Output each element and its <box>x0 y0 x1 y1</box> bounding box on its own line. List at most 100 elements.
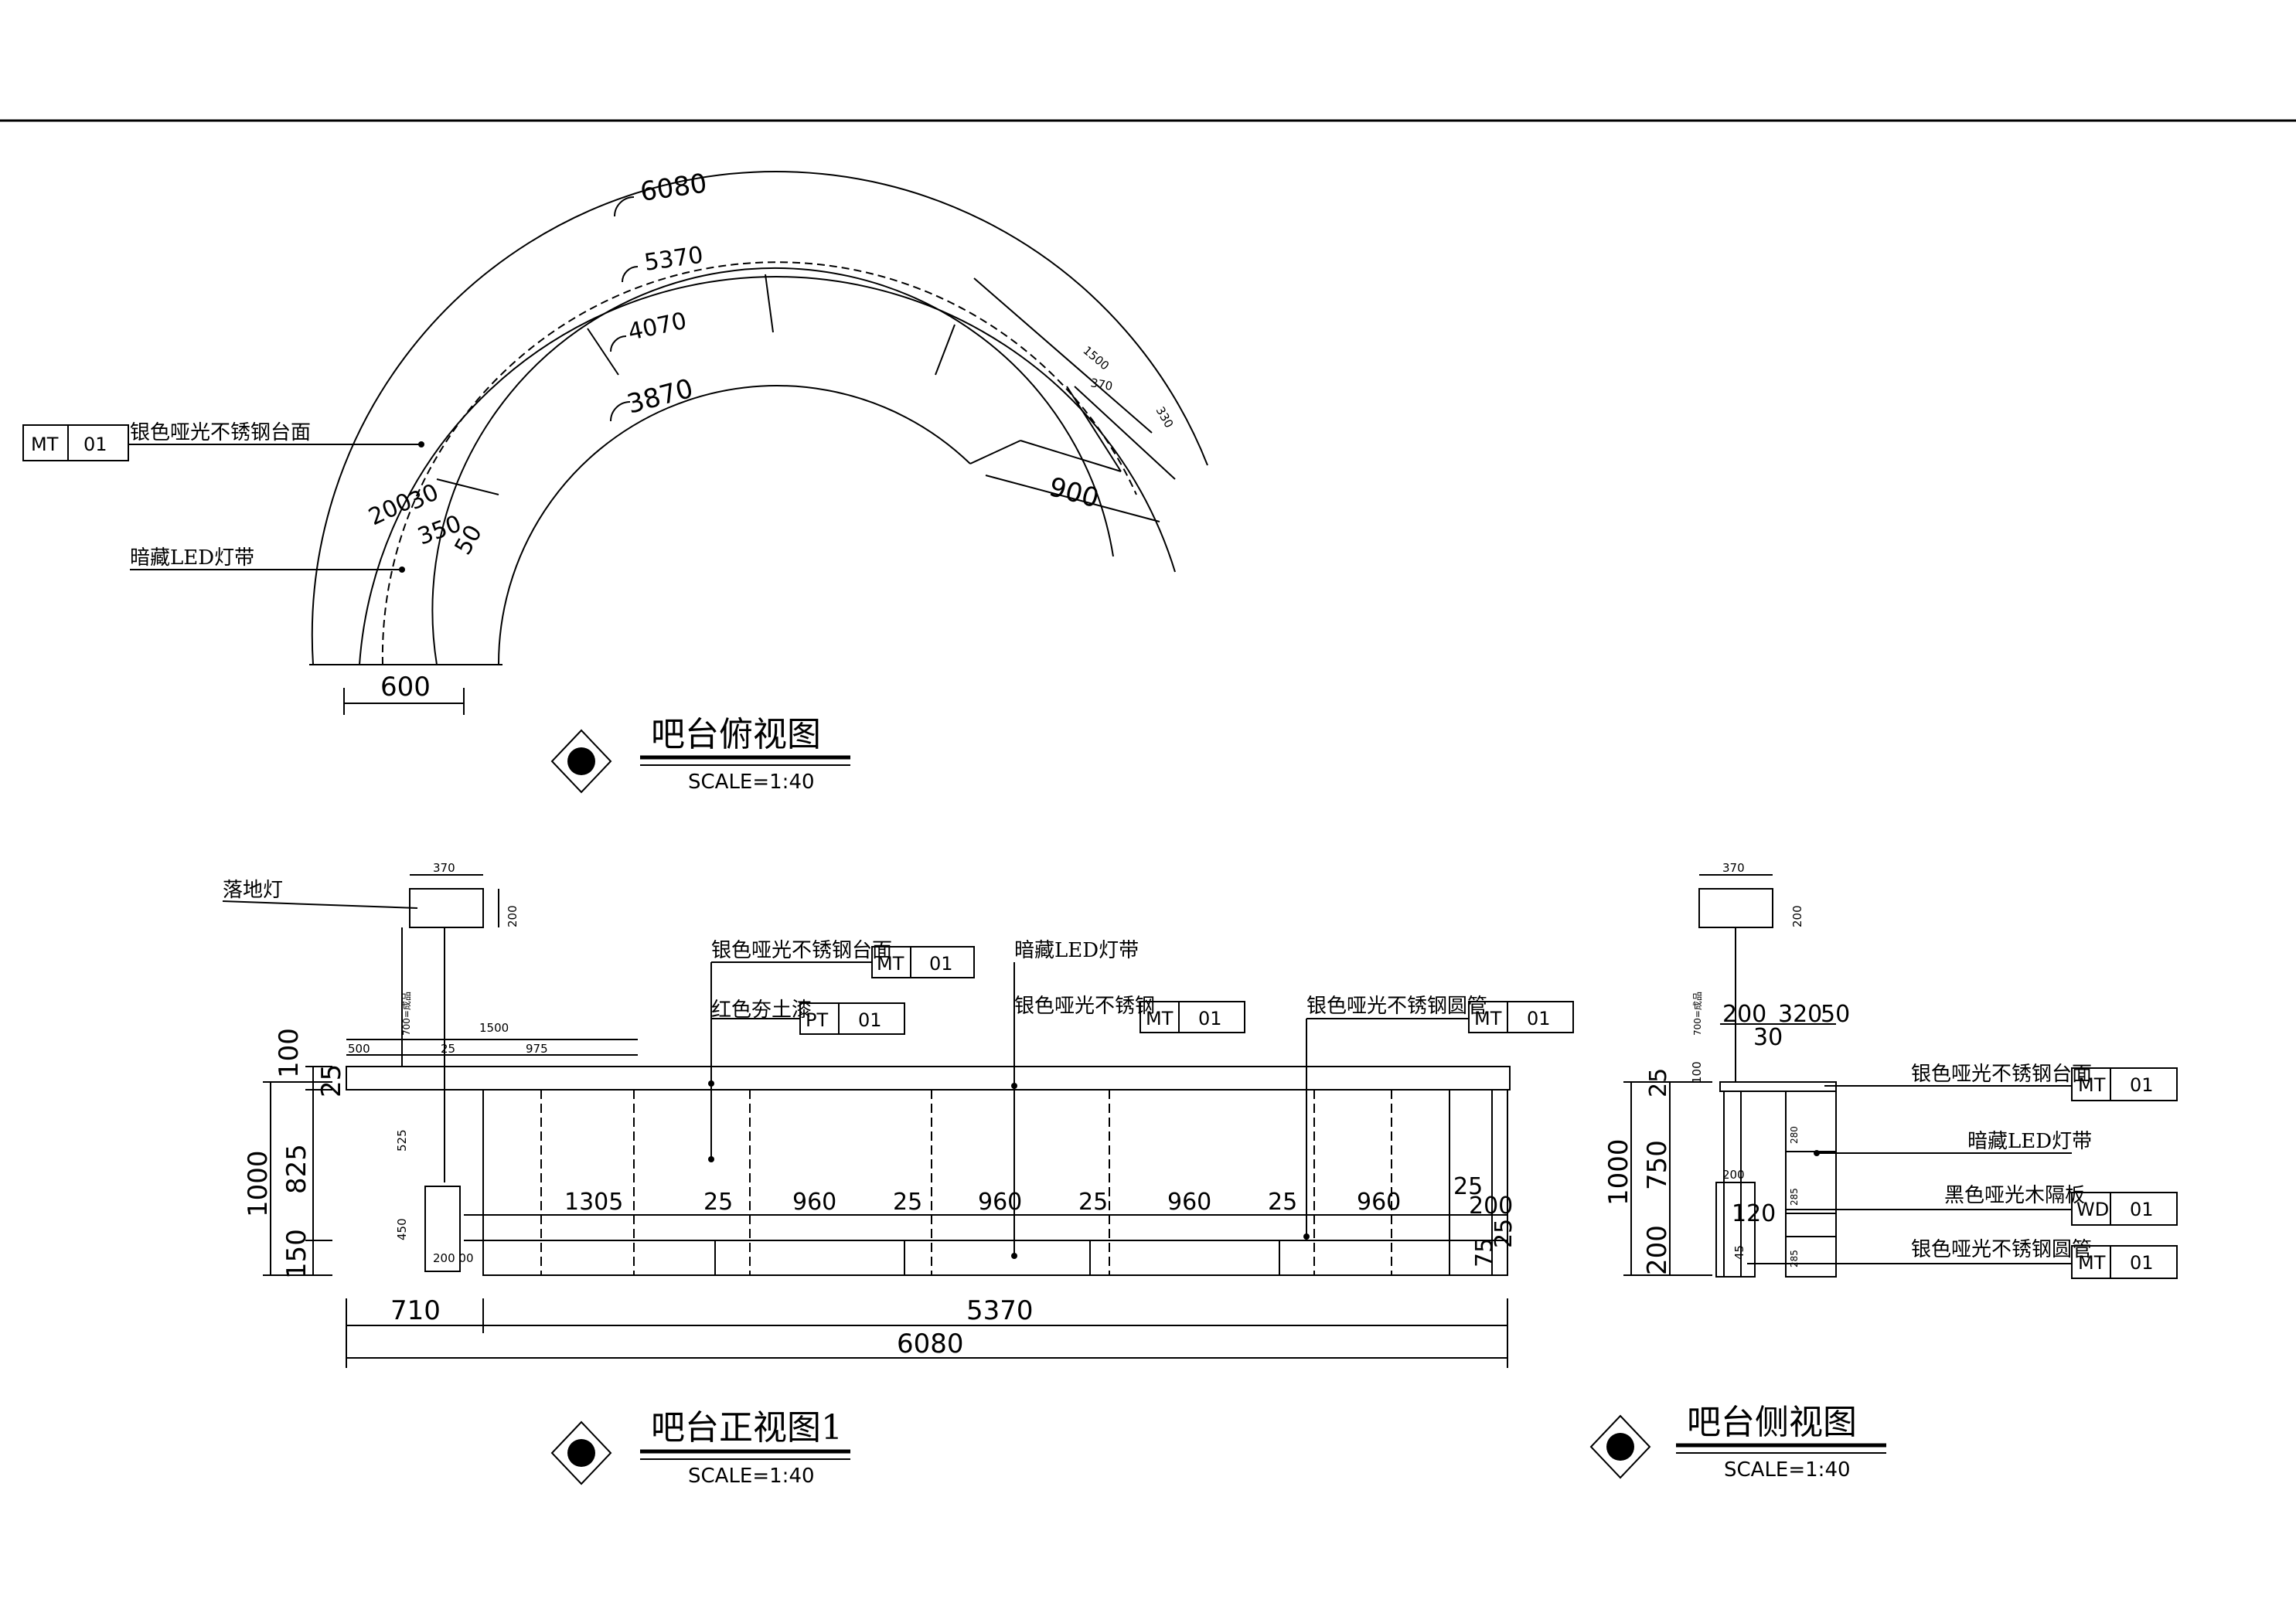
top-view-texts: 6080 5370 4070 3870 600 900 200 30 350 5… <box>22 168 1177 794</box>
svg-text:975: 975 <box>526 1042 548 1056</box>
arc-label-6080: 6080 <box>639 168 709 208</box>
label-side-wood: 黑色哑光木隔板 <box>1944 1184 2085 1207</box>
label-front-surface: 银色哑光不锈钢台面 <box>711 939 892 962</box>
ext-line-1 <box>969 440 1021 464</box>
side-view-title-block: 吧台侧视图 SCALE=1:40 <box>1589 1403 1886 1482</box>
front-view-title: 吧台正视图1 <box>651 1408 843 1448</box>
dim-side-1000: 1000 <box>1603 1138 1634 1206</box>
top-view-title: 吧台俯视图 <box>651 715 821 754</box>
dim-front-710: 710 <box>390 1295 441 1326</box>
radial-1 <box>436 478 499 495</box>
svg-text:370: 370 <box>1722 861 1745 875</box>
arc-outer-6080 <box>311 171 1208 665</box>
svg-text:700=成品: 700=成品 <box>1692 992 1703 1036</box>
top-view-title-block: 吧台俯视图 SCALE=1:40 <box>550 715 850 794</box>
svg-text:30: 30 <box>1753 1024 1783 1051</box>
side-lamp-shade <box>1698 888 1773 928</box>
dim-front-1000: 1000 <box>243 1150 274 1217</box>
dim-front-6080: 6080 <box>897 1329 964 1359</box>
dim-900-line <box>985 475 1160 522</box>
svg-text:1500: 1500 <box>479 1021 509 1035</box>
tag-01: 01 <box>83 434 107 455</box>
svg-text:1305: 1305 <box>564 1189 623 1216</box>
svg-text:200: 200 <box>1469 1193 1513 1220</box>
svg-text:25: 25 <box>703 1189 733 1216</box>
svg-text:100: 100 <box>1690 1061 1704 1084</box>
svg-text:PT: PT <box>806 1009 828 1031</box>
label-front-stainless: 银色哑光不锈钢 <box>1014 995 1155 1018</box>
svg-text:150: 150 <box>281 1229 312 1279</box>
arc-5370 <box>359 276 1176 665</box>
svg-text:120: 120 <box>1732 1200 1776 1227</box>
side-counter-top <box>1719 1081 1837 1092</box>
dim-600: 600 <box>380 672 431 703</box>
svg-text:450: 450 <box>395 1218 409 1240</box>
svg-text:25: 25 <box>1078 1189 1108 1216</box>
svg-text:280: 280 <box>1789 1126 1800 1144</box>
svg-text:200 00: 200 00 <box>433 1251 474 1265</box>
svg-text:01: 01 <box>929 953 953 975</box>
svg-text:WD: WD <box>2076 1199 2109 1220</box>
svg-text:50: 50 <box>1821 1001 1850 1028</box>
dim-1500: 1500 <box>1080 343 1112 373</box>
svg-text:25: 25 <box>1453 1173 1483 1200</box>
side-body <box>1785 1091 1837 1278</box>
svg-text:25: 25 <box>1490 1219 1518 1248</box>
radial-4 <box>935 324 956 376</box>
dim-900: 900 <box>1046 471 1102 514</box>
label-side-led: 暗藏LED灯带 <box>1967 1130 2092 1153</box>
svg-text:525: 525 <box>395 1129 409 1152</box>
tag-mt: MT <box>31 434 59 455</box>
arc-label-3870: 3870 <box>624 373 697 420</box>
svg-text:45: 45 <box>1732 1245 1746 1260</box>
dim-front-5370: 5370 <box>966 1295 1034 1326</box>
svg-text:01: 01 <box>2130 1199 2154 1220</box>
side-base <box>1715 1182 1756 1278</box>
svg-text:100: 100 <box>274 1028 305 1078</box>
callout-surface: MT 01 银色哑光不锈钢台面 <box>22 421 424 461</box>
svg-text:960: 960 <box>1167 1189 1211 1216</box>
svg-text:700=成品: 700=成品 <box>401 992 412 1036</box>
dim-front-370: 370 <box>433 861 455 875</box>
svg-text:960: 960 <box>1357 1189 1401 1216</box>
ext-line-2 <box>1020 440 1122 472</box>
svg-text:01: 01 <box>1527 1008 1551 1029</box>
svg-text:MT: MT <box>2078 1074 2106 1096</box>
top-view-scale: SCALE=1:40 <box>688 771 815 794</box>
counter-top <box>346 1066 1511 1091</box>
svg-text:MT: MT <box>877 953 904 975</box>
svg-text:750: 750 <box>1642 1140 1673 1190</box>
label-front-tube: 银色哑光不锈钢圆管 <box>1306 995 1487 1018</box>
svg-text:25: 25 <box>1645 1068 1672 1097</box>
svg-text:25: 25 <box>1268 1189 1297 1216</box>
svg-text:MT: MT <box>2078 1252 2106 1274</box>
bar-top-view <box>309 171 1208 715</box>
svg-text:200: 200 <box>1722 1168 1745 1182</box>
svg-text:960: 960 <box>792 1189 836 1216</box>
arc-4070 <box>431 267 1114 665</box>
label-front-led: 暗藏LED灯带 <box>1014 939 1139 962</box>
label-side-tube: 银色哑光不锈钢圆管 <box>1911 1238 2092 1261</box>
svg-text:01: 01 <box>2130 1074 2154 1096</box>
floor-lamp-base <box>424 1186 461 1272</box>
svg-text:285: 285 <box>1789 1188 1800 1206</box>
bar-front-view <box>263 874 1511 1368</box>
label-led: 暗藏LED灯带 <box>130 546 254 570</box>
arc-inner-band <box>381 261 1137 665</box>
svg-text:01: 01 <box>858 1009 882 1031</box>
ext-line-3 <box>1066 386 1122 472</box>
side-view-texts: 370 200 700=成品 200 320 50 30 1000 750 20… <box>1589 861 2178 1482</box>
radial-2 <box>587 328 619 376</box>
svg-text:01: 01 <box>2130 1252 2154 1274</box>
ext-line-5 <box>1074 386 1176 480</box>
front-view-scale: SCALE=1:40 <box>688 1465 815 1488</box>
svg-text:MT: MT <box>1146 1008 1174 1029</box>
svg-text:960: 960 <box>978 1189 1022 1216</box>
counter-body <box>482 1089 1508 1276</box>
svg-text:200: 200 <box>506 905 519 927</box>
dim-330: 330 <box>1153 404 1177 430</box>
svg-text:75: 75 <box>1471 1238 1498 1267</box>
svg-text:500: 500 <box>348 1042 370 1056</box>
arc-3870 <box>497 385 971 665</box>
